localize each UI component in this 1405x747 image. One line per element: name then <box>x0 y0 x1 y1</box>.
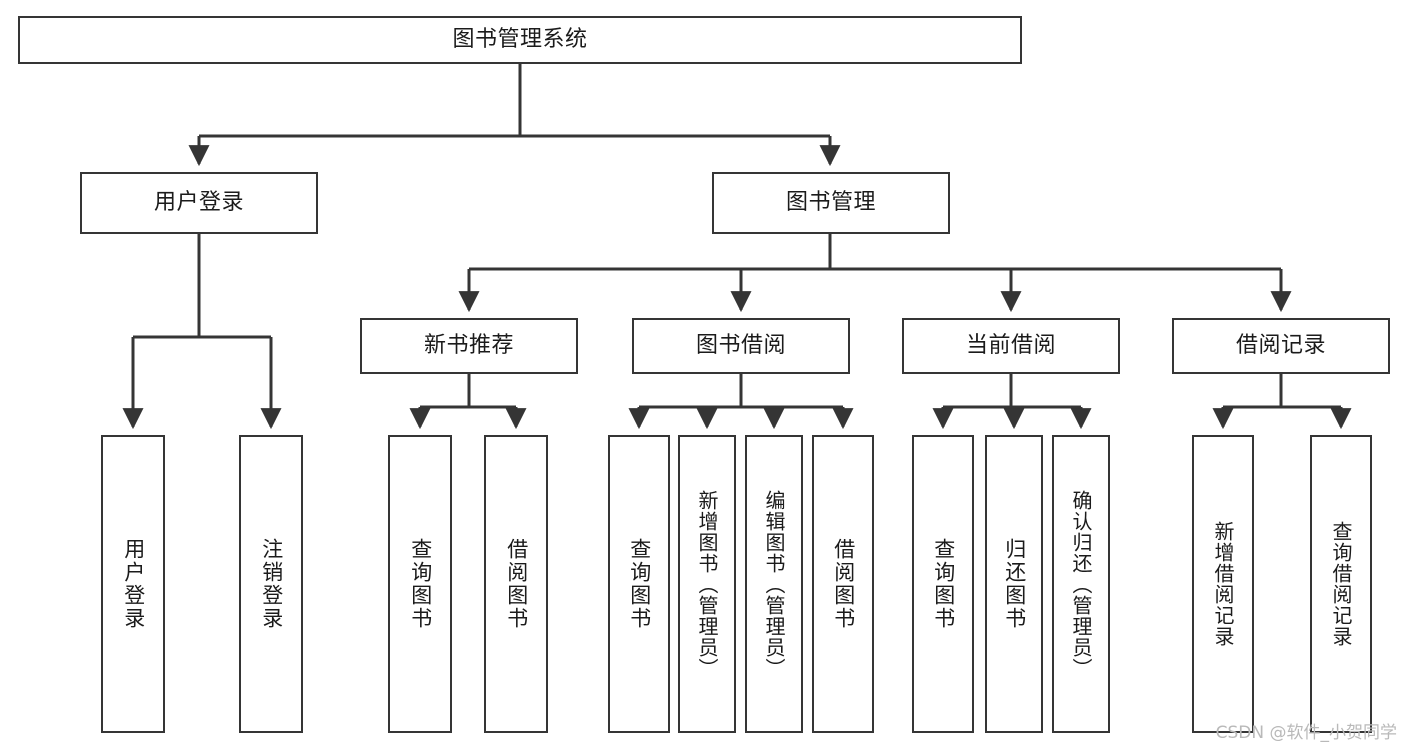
node-current-borrow-label: 当前借阅 <box>965 333 1056 359</box>
leaf-add-book-admin-label: 新增图书（管理员） <box>695 489 719 679</box>
node-borrow-record-label: 借阅记录 <box>1235 333 1326 359</box>
leaf-query-book-current[interactable]: 查询图书 <box>912 435 974 733</box>
leaf-user-login[interactable]: 用户登录 <box>101 435 165 733</box>
leaf-query-book-borrow-label: 查询图书 <box>627 538 652 630</box>
node-root-label: 图书管理系统 <box>452 27 588 53</box>
node-book-borrow-label: 图书借阅 <box>695 333 786 359</box>
leaf-logout[interactable]: 注销登录 <box>239 435 303 733</box>
leaf-query-book-current-label: 查询图书 <box>931 538 956 630</box>
leaf-add-book-admin[interactable]: 新增图书（管理员） <box>678 435 736 733</box>
leaf-query-book-recommend-label: 查询图书 <box>408 538 433 630</box>
node-book-management[interactable]: 图书管理 <box>712 172 950 234</box>
node-current-borrow[interactable]: 当前借阅 <box>902 318 1120 374</box>
leaf-confirm-return-admin[interactable]: 确认归还（管理员） <box>1052 435 1110 733</box>
leaf-confirm-return-admin-label: 确认归还（管理员） <box>1069 489 1093 679</box>
leaf-borrow-book-recommend[interactable]: 借阅图书 <box>484 435 548 733</box>
leaf-query-borrow-record[interactable]: 查询借阅记录 <box>1310 435 1372 733</box>
node-user-login[interactable]: 用户登录 <box>80 172 318 234</box>
leaf-borrow-book-recommend-label: 借阅图书 <box>504 538 529 630</box>
leaf-borrow-book-label: 借阅图书 <box>831 538 856 630</box>
leaf-return-book[interactable]: 归还图书 <box>985 435 1043 733</box>
node-book-borrow[interactable]: 图书借阅 <box>632 318 850 374</box>
node-new-book-recommend[interactable]: 新书推荐 <box>360 318 578 374</box>
leaf-add-borrow-record-label: 新增借阅记录 <box>1211 521 1235 647</box>
leaf-borrow-book[interactable]: 借阅图书 <box>812 435 874 733</box>
leaf-edit-book-admin-label: 编辑图书（管理员） <box>762 489 786 679</box>
leaf-logout-label: 注销登录 <box>259 538 284 630</box>
leaf-edit-book-admin[interactable]: 编辑图书（管理员） <box>745 435 803 733</box>
leaf-query-borrow-record-label: 查询借阅记录 <box>1329 521 1353 647</box>
leaf-user-login-label: 用户登录 <box>121 538 146 630</box>
csdn-watermark: CSDN @软件_小贺同学 <box>1215 723 1397 743</box>
leaf-query-book-recommend[interactable]: 查询图书 <box>388 435 452 733</box>
leaf-add-borrow-record[interactable]: 新增借阅记录 <box>1192 435 1254 733</box>
node-book-management-label: 图书管理 <box>785 190 876 216</box>
node-root[interactable]: 图书管理系统 <box>18 16 1022 64</box>
leaf-return-book-label: 归还图书 <box>1002 538 1027 630</box>
node-user-login-label: 用户登录 <box>153 190 244 216</box>
node-new-book-recommend-label: 新书推荐 <box>423 333 514 359</box>
node-borrow-record[interactable]: 借阅记录 <box>1172 318 1390 374</box>
leaf-query-book-borrow[interactable]: 查询图书 <box>608 435 670 733</box>
